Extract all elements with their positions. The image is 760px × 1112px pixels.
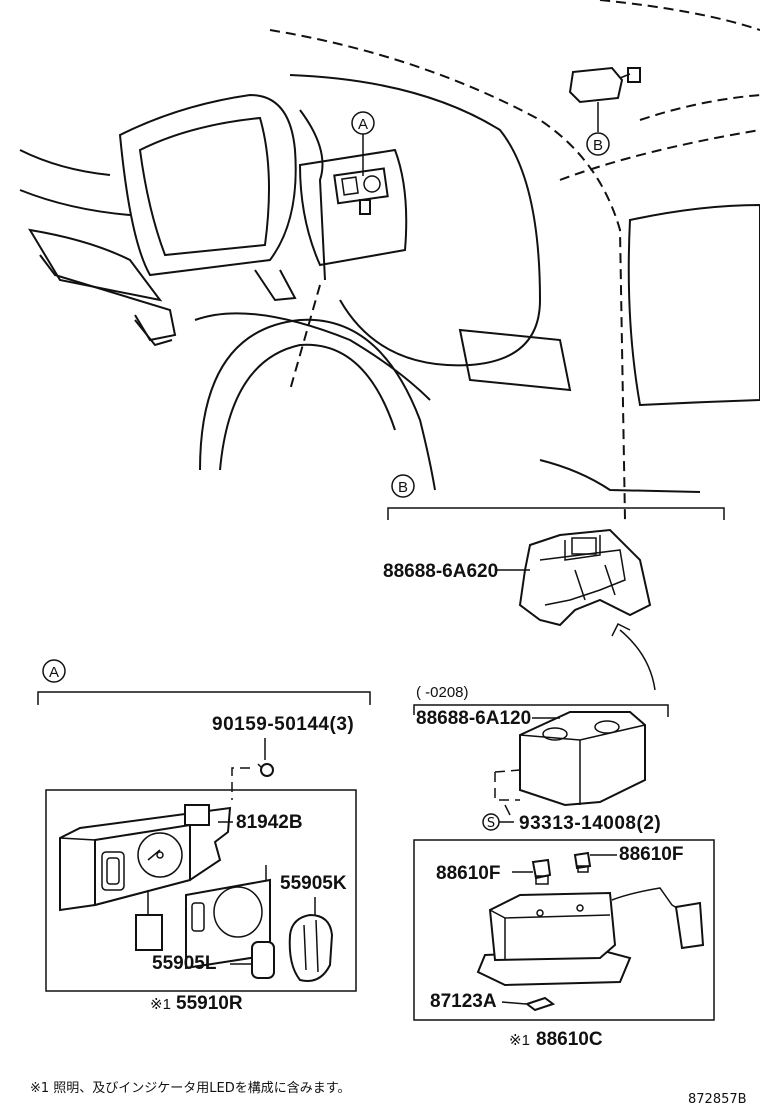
- callout-b-section: B: [398, 479, 408, 496]
- part-81942b: 81942B: [236, 812, 303, 833]
- vehicle-interior-illustration: A B: [19, 0, 760, 521]
- footnote: ※1 照明、及びインジケータ用LEDを構成に含みます。: [30, 1080, 350, 1096]
- part-55905k: 55905K: [280, 873, 347, 894]
- part-88610f-left: 88610F: [436, 863, 500, 884]
- bulb-88610f-right: [573, 851, 592, 873]
- callout-a-top: A: [358, 116, 368, 133]
- mark-88610c: ※1: [509, 1032, 530, 1049]
- bracket-88688-6a120: [494, 711, 646, 807]
- callout-a-section: A: [49, 664, 59, 681]
- mark-55910r: ※1: [150, 996, 171, 1013]
- part-88688-6a120: 88688-6A120: [416, 708, 531, 729]
- part-87123a: 87123A: [430, 991, 497, 1012]
- diagram-code: 872857B: [688, 1092, 747, 1107]
- lens-87123a: [524, 996, 556, 1012]
- bulb-88610f-left: [531, 858, 552, 885]
- part-93313-14008: 93313-14008(2): [519, 813, 661, 834]
- knob-55905k: [288, 913, 334, 982]
- bracket-88688-6a620: [518, 528, 652, 627]
- section-b: B 88688-6A620 ( -0208) 88688-6A120: [383, 474, 725, 1050]
- part-88610c: 88610C: [536, 1029, 603, 1050]
- lamp-assembly-box: [413, 839, 715, 1021]
- screw-90159-50144: [257, 763, 274, 777]
- switch-assembly-box: [45, 789, 357, 992]
- s-marker: S: [487, 816, 495, 831]
- range-0208: ( -0208): [416, 684, 469, 701]
- part-88688-6a620: 88688-6A620: [383, 561, 498, 582]
- part-55905l: 55905L: [152, 953, 217, 974]
- part-88610f-right: 88610F: [619, 844, 683, 865]
- section-a: A 90159-50144(3) 81942B: [37, 659, 371, 1014]
- connector-wire: [135, 890, 163, 951]
- room-lamp-88610c: [476, 887, 705, 987]
- part-55910r: 55910R: [176, 993, 243, 1014]
- callout-b-top: B: [593, 137, 603, 154]
- part-90159-50144: 90159-50144(3): [212, 714, 354, 735]
- switch-bracket-81942b: [59, 804, 232, 912]
- lens-55905l: [251, 941, 275, 979]
